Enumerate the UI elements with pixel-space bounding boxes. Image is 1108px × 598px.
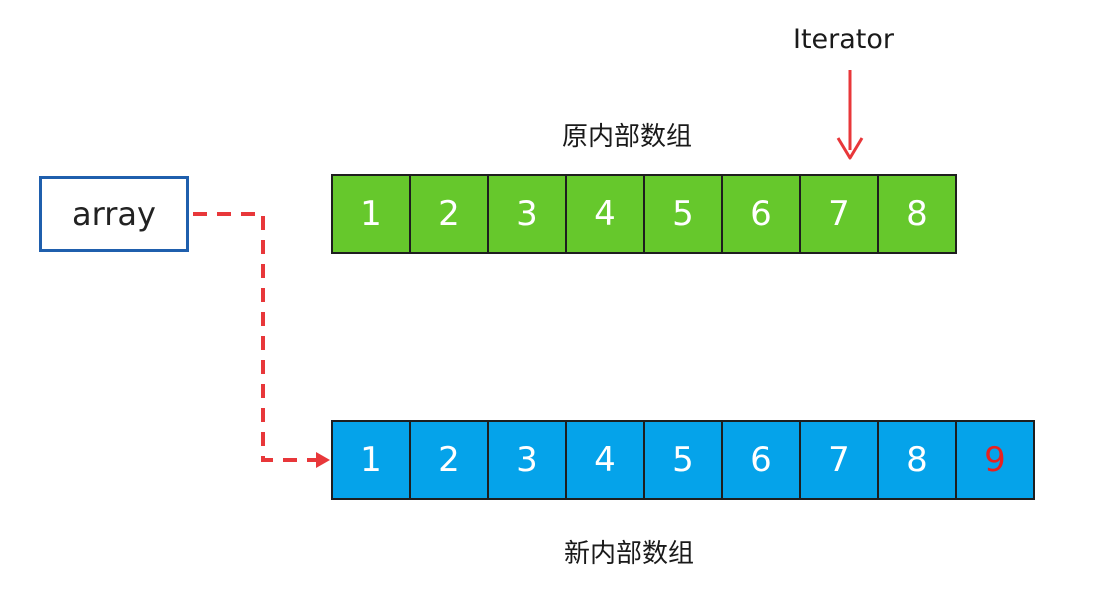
new-array-cell-4: 4	[565, 420, 645, 500]
array-reference-box: array	[39, 176, 189, 252]
array-reference-arrow-head	[316, 452, 330, 468]
new-array-cell-6: 6	[721, 420, 801, 500]
new-array-cell-8: 8	[877, 420, 957, 500]
original-array-cell-3: 3	[487, 174, 567, 254]
new-array-cell-1: 1	[331, 420, 411, 500]
original-array-cell-2: 2	[409, 174, 489, 254]
iterator-arrow-head	[836, 137, 864, 160]
original-array-cell-6: 6	[721, 174, 801, 254]
new-array-cell-5: 5	[643, 420, 723, 500]
new-array-cell-3: 3	[487, 420, 567, 500]
original-array-title: 原内部数组	[562, 122, 693, 152]
original-array-cell-8: 8	[877, 174, 957, 254]
original-array-cell-4: 4	[565, 174, 645, 254]
original-array-cell-7: 7	[799, 174, 879, 254]
new-array-cell-7: 7	[799, 420, 879, 500]
new-array-cell-2: 2	[409, 420, 489, 500]
iterator-label: Iterator	[793, 24, 895, 55]
original-array-cell-1: 1	[331, 174, 411, 254]
new-array-title: 新内部数组	[564, 539, 695, 569]
array-reference-dashed-arrow	[193, 212, 318, 462]
original-array-cell-5: 5	[643, 174, 723, 254]
new-array-cell-9: 9	[955, 420, 1035, 500]
